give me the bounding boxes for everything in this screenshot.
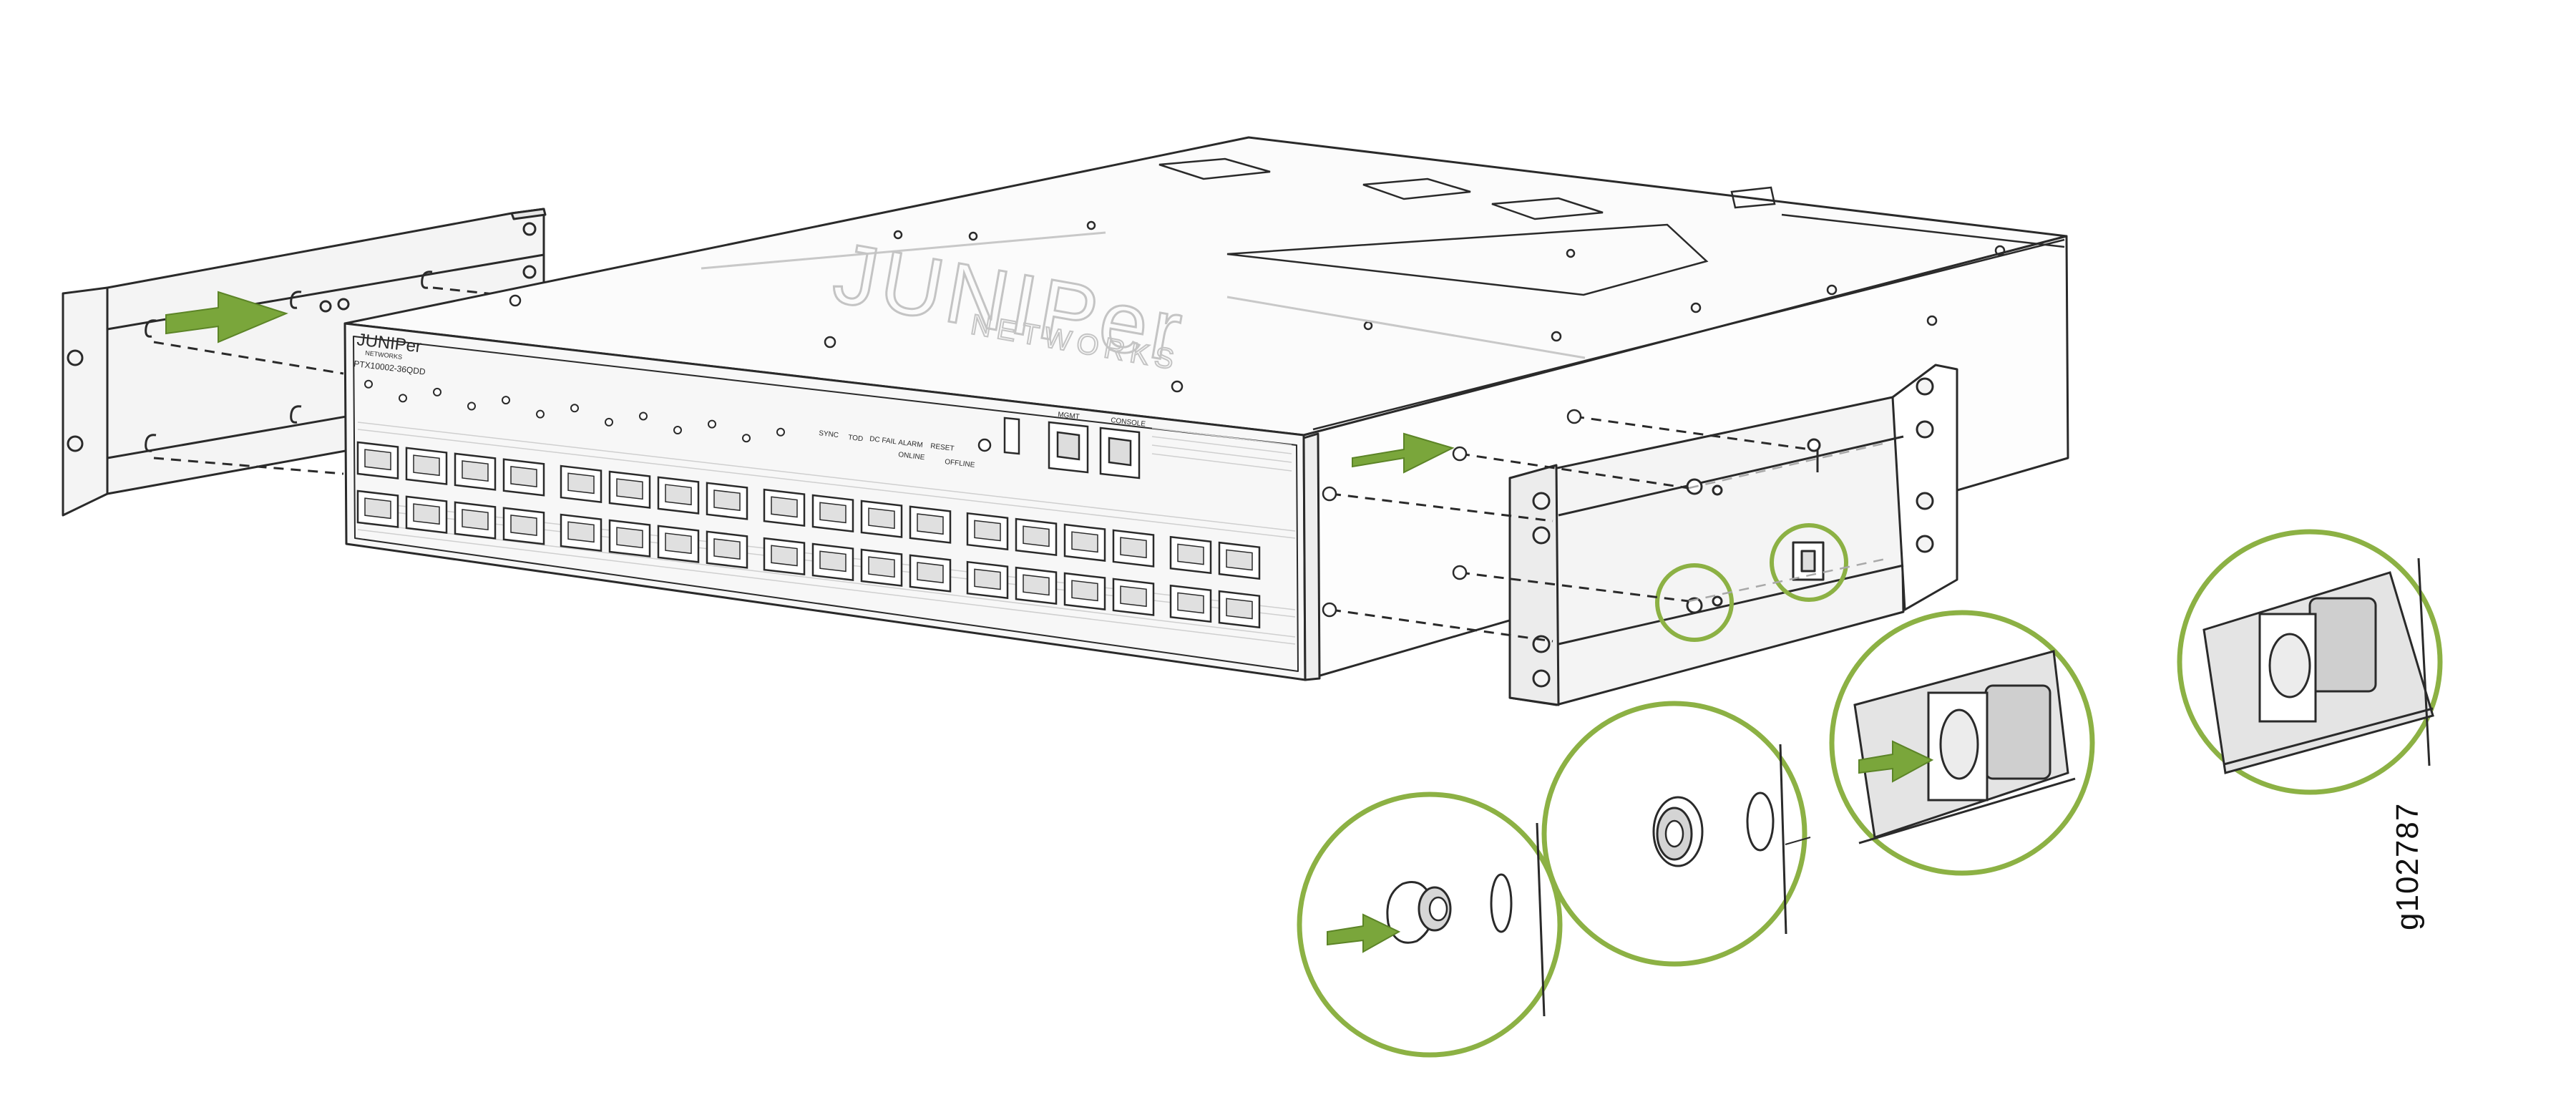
port-led <box>742 434 751 443</box>
port-led <box>433 387 441 396</box>
qsfp-port-cage <box>917 513 944 535</box>
qsfp-port-cage <box>462 460 489 482</box>
figure-id: g102787 <box>2390 802 2425 930</box>
qsfp-port-cage <box>868 507 895 530</box>
qsfp-port-cage <box>1023 574 1050 596</box>
qsfp-port-cage <box>462 509 489 531</box>
bracket-highlights <box>1655 523 1848 642</box>
arrow-icon <box>1327 913 1401 953</box>
qsfp-port-cage <box>567 472 595 495</box>
label-dc-fail: DC FAIL <box>869 435 897 446</box>
port-led <box>364 379 373 389</box>
qsfp-port-cage <box>1071 580 1098 602</box>
label-offline: OFFLINE <box>945 458 976 469</box>
qsfp-port-cage <box>510 515 537 536</box>
qsfp-ports <box>356 441 1261 629</box>
qsfp-port-cage <box>1023 525 1050 547</box>
qsfp-port-cage <box>917 562 944 584</box>
qsfp-port-cage <box>413 503 440 525</box>
qsfp-port-cage <box>364 449 391 471</box>
port-led <box>708 419 716 429</box>
label-sync: SYNC <box>819 429 839 439</box>
label-tod: TOD <box>848 434 864 443</box>
qsfp-port-cage <box>1177 592 1204 614</box>
chassis-top-details <box>509 157 2065 431</box>
port-led <box>639 412 648 421</box>
qsfp-port-cage <box>567 521 595 543</box>
qsfp-port-cage <box>1226 549 1253 571</box>
label-online: ONLINE <box>898 451 926 462</box>
qsfp-port-cage <box>510 466 537 487</box>
right-front-bracket <box>1508 364 1958 706</box>
port-led <box>467 401 476 411</box>
port-led <box>502 396 510 405</box>
port-led <box>776 427 785 437</box>
chassis-standoffs <box>1322 409 1582 618</box>
qsfp-port-cage <box>1177 543 1204 565</box>
qsfp-port-cage <box>771 545 798 567</box>
label-alarm: ALARM <box>898 439 923 449</box>
qsfp-port-cage <box>713 538 741 560</box>
qsfp-port-cage <box>974 568 1001 590</box>
label-reset: RESET <box>930 442 955 453</box>
qsfp-port-cage <box>413 454 440 477</box>
port-led <box>673 426 682 435</box>
left-slide-arrow <box>165 291 288 344</box>
label-mgmt: MGMT <box>1058 411 1080 421</box>
qsfp-port-cage <box>1120 537 1147 559</box>
qsfp-port-cage <box>868 556 895 578</box>
qsfp-port-cage <box>665 532 692 555</box>
qsfp-port-cage <box>665 484 692 506</box>
top-watermark <box>701 231 1586 359</box>
right-slide-arrow <box>1352 432 1455 474</box>
qsfp-port-cage <box>819 502 847 524</box>
detail-pin-seated <box>1541 701 1811 967</box>
detail-latch-locked <box>2177 529 2443 795</box>
qsfp-port-cage <box>771 496 798 518</box>
qsfp-port-cage <box>1120 585 1147 608</box>
right-alignment-lines <box>1330 415 1811 643</box>
qsfp-port-cage <box>1226 598 1253 620</box>
qsfp-port-cage <box>713 490 741 512</box>
qsfp-port-cage <box>1071 531 1098 553</box>
detail-latch-push <box>1829 610 2095 876</box>
port-led <box>399 394 407 403</box>
arrow-icon <box>1858 740 1934 783</box>
usb-port <box>1003 417 1020 455</box>
qsfp-port-cage <box>364 497 391 520</box>
qsfp-port-cage <box>616 527 643 549</box>
port-leds <box>364 379 785 443</box>
port-led <box>570 404 579 413</box>
qsfp-port-cage <box>616 478 643 500</box>
port-led <box>536 409 545 419</box>
mgmt-ports <box>977 417 1141 479</box>
qsfp-port-cage <box>819 550 847 573</box>
qsfp-port-cage <box>974 520 1001 542</box>
port-led <box>605 417 613 427</box>
detail-pin-push <box>1297 792 1563 1058</box>
